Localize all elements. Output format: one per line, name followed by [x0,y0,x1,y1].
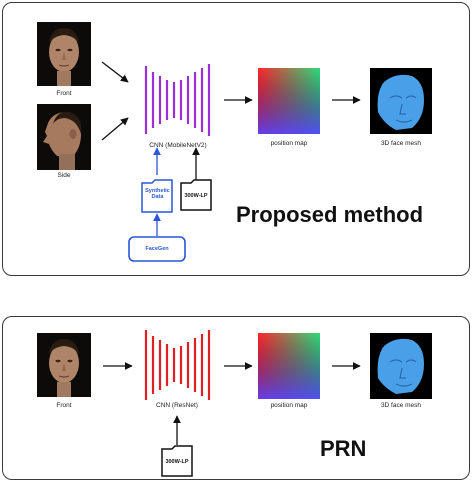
posmap-label-bottom: position map [270,402,308,409]
position-map-top [258,68,320,134]
arrow-side-to-cnn [101,117,129,141]
posmap-label-top: position map [270,140,308,147]
synthetic-data-label: Synthetic Data [145,188,170,201]
proposed-method-title: Proposed method [236,202,424,227]
face-mesh-bottom [377,338,424,394]
dataset-label-bottom: 300W-LP [165,459,189,465]
cnn-resnet-label: CNN (ResNet) [156,402,198,409]
dataset-label-top: 300W-LP [184,193,208,199]
synthetic-data-folder [141,179,173,213]
cnn-resnet-bars [144,330,211,400]
arrow-front-to-cnn [101,61,129,83]
dataset-folder-top [180,179,212,211]
facegen-label: FaceGen [145,246,169,252]
side-face-image [37,104,91,170]
prn-title: PRN [320,436,367,461]
mesh-label-bottom: 3D face mesh [380,402,422,409]
side-label: Side [57,172,71,179]
mesh-label-top: 3D face mesh [380,140,422,147]
front-label: Front [56,90,72,97]
cnn-mobilenet-label: CNN (MobileNetV2) [149,142,207,149]
position-map-bottom [258,333,320,399]
face-mesh-top [377,74,424,130]
facegen-box [128,236,186,262]
front-face-image [37,22,91,86]
dataset-folder-bottom [161,445,193,477]
cnn-mobilenet-bars [144,64,211,136]
front-label-bottom: Front [56,402,72,409]
front-face-image-bottom [37,333,91,397]
